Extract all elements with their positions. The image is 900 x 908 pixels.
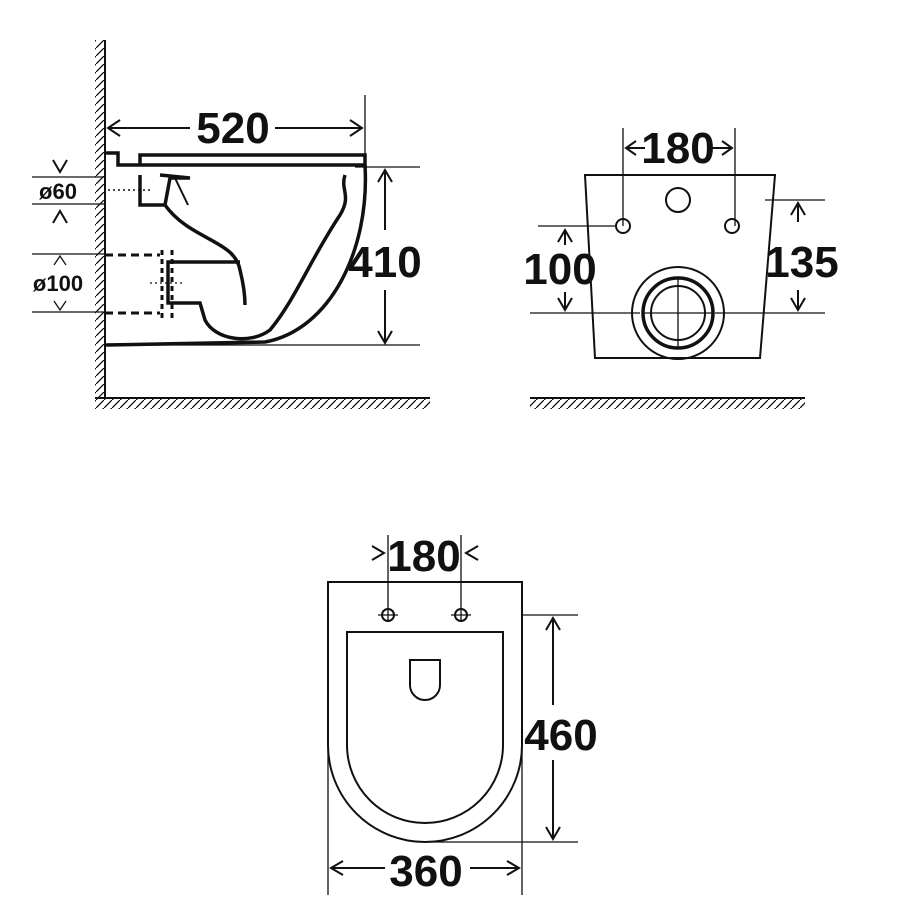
side-view: ø60 ø100 520 410 xyxy=(32,40,430,409)
floor-hatch xyxy=(95,399,430,409)
rear-view: 180 100 135 xyxy=(523,124,839,409)
seat xyxy=(105,151,367,167)
flush-inlet xyxy=(138,173,191,207)
rear-outline xyxy=(583,174,777,359)
inlet-hole xyxy=(665,187,691,213)
height-label: 410 xyxy=(348,238,421,287)
bowl-outline xyxy=(327,581,523,843)
seat-bolt-spacing-label: 180 xyxy=(387,532,460,581)
inlet-height-label: 135 xyxy=(765,238,838,287)
seat-outline xyxy=(346,631,504,824)
length-label: 460 xyxy=(524,711,597,760)
width-label: 520 xyxy=(196,104,269,153)
bowl-outer xyxy=(104,164,368,347)
rear-bolt-spacing-label: 180 xyxy=(641,124,714,173)
flush-slot xyxy=(409,659,441,701)
flush-pipe-diameter: ø60 xyxy=(39,179,77,204)
waste-pipe-diameter: ø100 xyxy=(33,271,83,296)
bolt-hole-right xyxy=(724,218,740,234)
wall-hatch xyxy=(95,40,105,398)
bolt-height-label: 100 xyxy=(523,245,596,294)
top-view: 180 460 360 xyxy=(327,532,598,896)
width-label-top: 360 xyxy=(389,847,462,896)
